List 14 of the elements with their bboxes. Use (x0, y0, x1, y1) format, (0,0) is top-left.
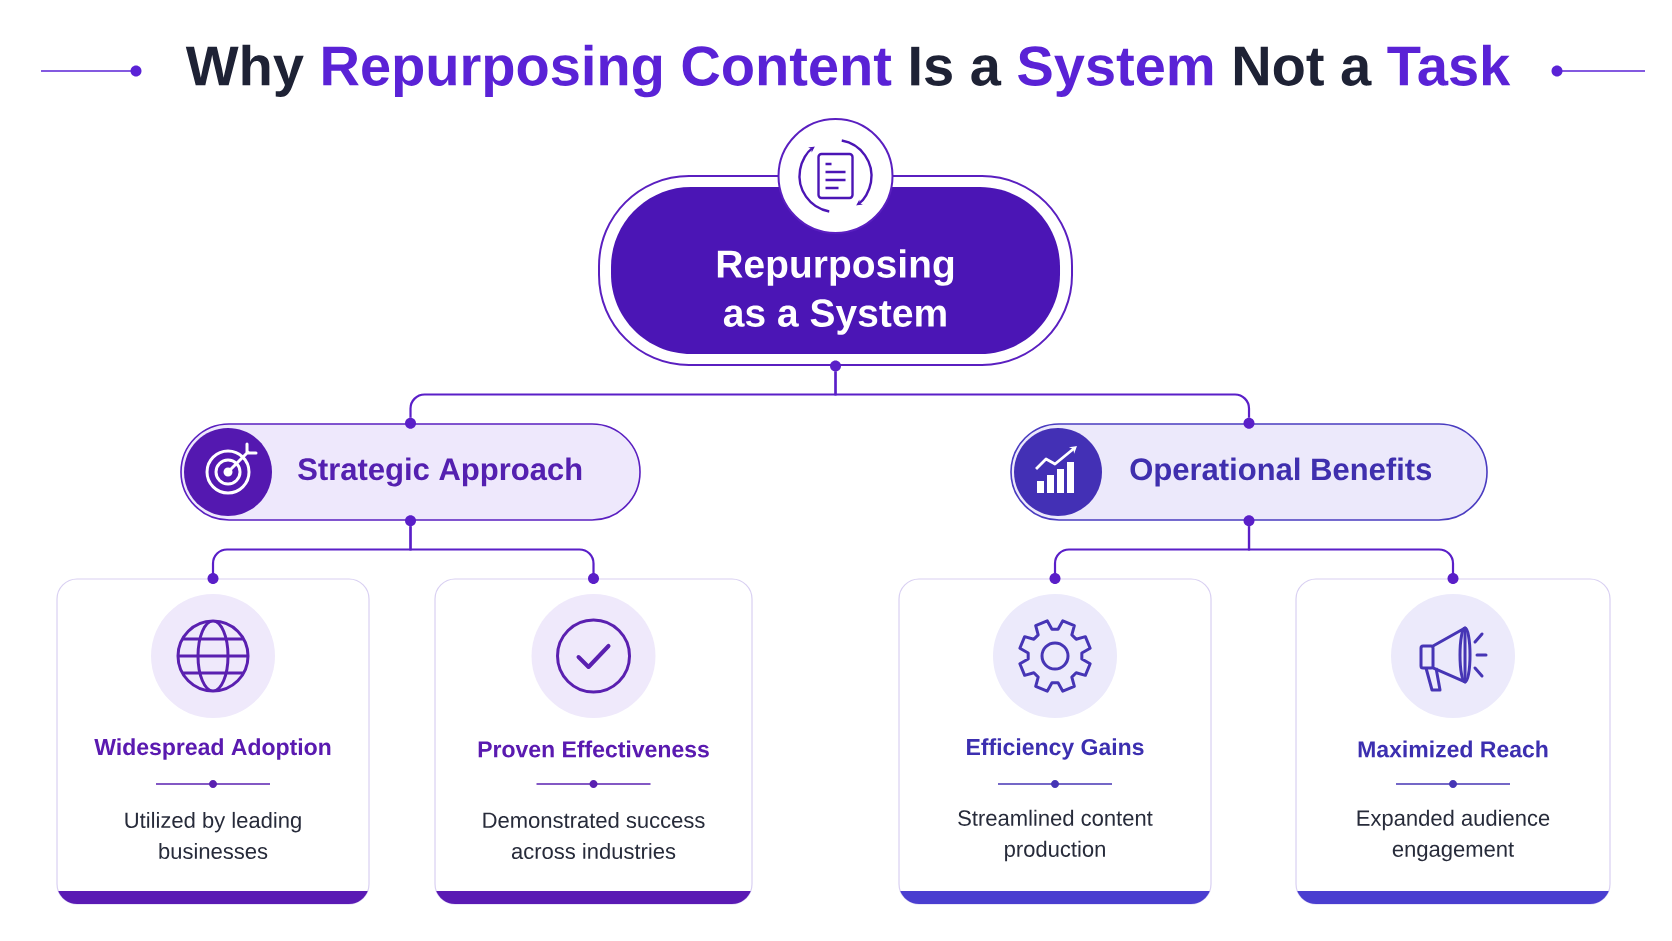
main-heading: Repurposing as a System (717, 249, 954, 335)
card-description: Utilized by leading businesses (125, 811, 301, 860)
card-description: Demonstrated success across industries (483, 811, 705, 860)
card-title: Widespread Adoption (94, 738, 331, 760)
category-heading: Strategic Approach (298, 457, 582, 487)
connector (1247, 526, 1455, 573)
card-title: Maximized Reach (1358, 740, 1548, 758)
card-title: Efficiency Gains (967, 738, 1144, 760)
title: Why Repurposing Content Is a System Not a Task (185, 44, 1511, 98)
card-description: Expanded audience engagement (1357, 809, 1550, 862)
category-heading: Operational Benefits (1130, 457, 1432, 487)
connector (409, 526, 595, 573)
card-title: Proven Effectiveness (478, 740, 709, 758)
card-description: Streamlined content production (958, 809, 1153, 862)
